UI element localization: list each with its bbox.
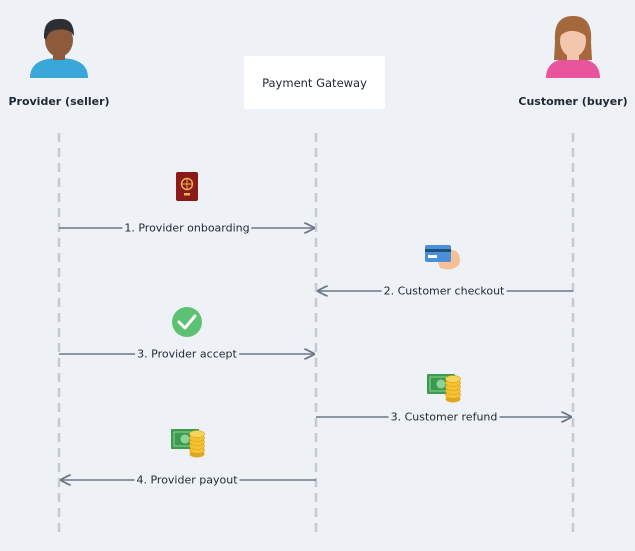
payment-gateway-label: Payment Gateway <box>262 75 367 90</box>
credit-card-hand-icon <box>425 245 460 270</box>
message-label-accept: 3. Provider accept <box>135 347 239 361</box>
check-circle-icon <box>172 307 202 337</box>
man-avatar-icon <box>30 18 88 78</box>
message-label-payout: 4. Provider payout <box>134 473 240 487</box>
woman-avatar-icon <box>546 16 600 78</box>
provider-label: Provider (seller) <box>8 95 110 108</box>
customer-label: Customer (buyer) <box>518 95 628 108</box>
money-coins-icon <box>427 374 461 403</box>
payment-gateway-box: Payment Gateway <box>244 56 385 109</box>
money-coins-icon <box>171 429 205 458</box>
message-label-checkout: 2. Customer checkout <box>381 284 507 298</box>
message-label-refund: 3. Customer refund <box>388 410 500 424</box>
message-label-onboarding: 1. Provider onboarding <box>122 221 252 235</box>
passport-icon <box>176 172 198 201</box>
